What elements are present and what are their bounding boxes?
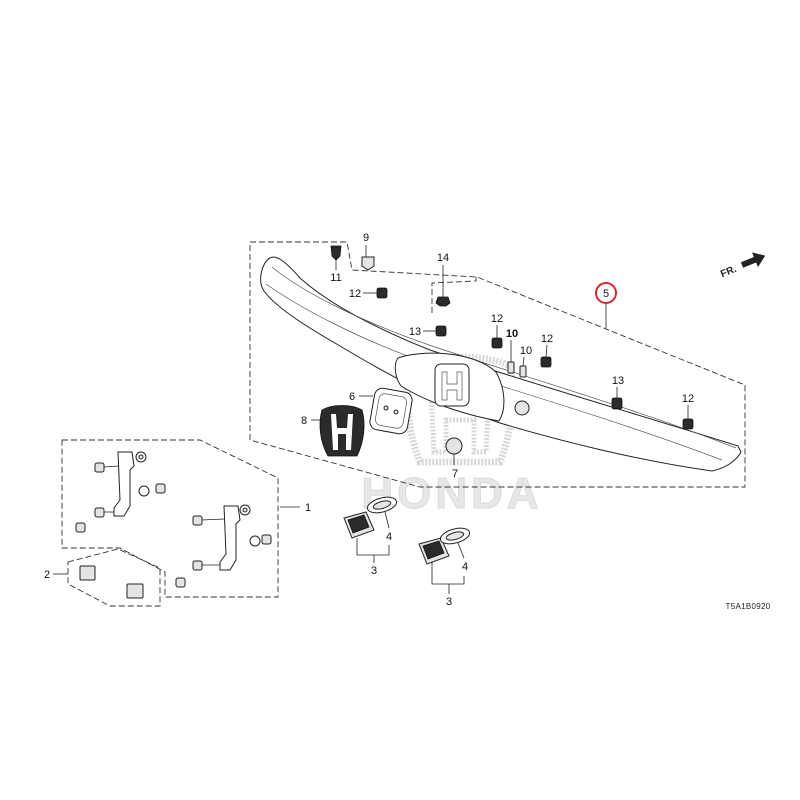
clip-14 xyxy=(435,296,451,307)
bolt-head xyxy=(192,560,203,571)
bracket-assembly-outline xyxy=(61,439,279,598)
garnish-assembly-outline xyxy=(249,241,746,488)
nut xyxy=(155,483,166,494)
license-lamp-3a xyxy=(343,511,375,539)
garnish-body xyxy=(260,256,742,472)
callout-14: 14 xyxy=(437,252,449,264)
pad-right xyxy=(126,583,144,599)
bracket-plate xyxy=(113,451,135,517)
h-emblem-8 xyxy=(319,405,365,457)
emblem-mount-h-outline xyxy=(441,371,463,401)
callout-3: 3 xyxy=(446,596,452,608)
callout-8: 8 xyxy=(301,415,307,427)
washer xyxy=(249,535,261,547)
nut-9 xyxy=(361,256,375,271)
lamp-lens xyxy=(347,514,370,534)
callout-4: 4 xyxy=(462,561,468,573)
callout-6: 6 xyxy=(349,391,355,403)
part-5-highlight-ring xyxy=(595,282,617,304)
nut xyxy=(261,534,272,545)
callout-1: 1 xyxy=(305,502,311,514)
bolt-head xyxy=(192,515,203,526)
washer-hole xyxy=(138,454,144,460)
callout-9: 9 xyxy=(363,232,369,244)
seal-inner xyxy=(445,531,465,541)
cushion-12b xyxy=(491,337,503,349)
lamp-seal-4a xyxy=(366,496,398,514)
callout-11: 11 xyxy=(330,272,341,284)
callout-4: 4 xyxy=(386,531,392,543)
callout-12: 12 xyxy=(349,288,361,300)
honda-wordmark-watermark: HONDA xyxy=(361,469,542,518)
lamp-lens xyxy=(422,540,445,560)
nut xyxy=(175,577,186,588)
lamp-seal-4b xyxy=(439,527,471,545)
plate-body xyxy=(369,387,413,435)
seal-inner xyxy=(372,500,392,510)
callout-2: 2 xyxy=(44,569,50,581)
clip-7 xyxy=(445,437,463,455)
plate-hole-left xyxy=(383,405,389,411)
callout-12: 12 xyxy=(491,313,503,325)
pad-left xyxy=(79,565,96,581)
license-lamp-3b xyxy=(418,537,450,565)
front-label: FR. xyxy=(719,264,738,280)
callout-10: 10 xyxy=(520,345,532,357)
callout-10: 10 xyxy=(506,328,518,340)
emblem-base-plate-6 xyxy=(369,387,413,435)
bolt-head xyxy=(94,462,105,473)
callout-13: 13 xyxy=(612,375,624,387)
bolt-shaft xyxy=(103,465,119,468)
cushion-13a xyxy=(435,325,447,337)
callout-3: 3 xyxy=(371,565,377,577)
rear-garnish xyxy=(260,256,742,472)
bracket-plate xyxy=(219,505,241,571)
fastener-10b xyxy=(519,365,527,378)
garnish-camera-hole xyxy=(514,400,530,416)
pad-set-outline xyxy=(67,548,161,607)
fastener-10a xyxy=(507,361,515,374)
cushion-12c xyxy=(540,356,552,368)
bracket-set-upper xyxy=(75,451,166,533)
front-arrow-icon xyxy=(740,252,766,268)
callout-5: 5 xyxy=(603,288,609,300)
bracket-set-lower xyxy=(175,504,272,588)
cushion-12a xyxy=(376,287,388,299)
garnish-upper-crease xyxy=(271,266,737,449)
washer xyxy=(138,485,150,497)
plate-hole-right xyxy=(393,409,399,415)
leader-lines xyxy=(53,245,689,594)
callout-13: 13 xyxy=(409,326,421,338)
callout-7: 7 xyxy=(452,468,458,480)
clip-11 xyxy=(330,245,342,261)
bolt-head xyxy=(94,507,105,518)
cushion-12d xyxy=(682,418,694,430)
emblem-h-letter xyxy=(331,414,353,450)
cushion-13b xyxy=(611,397,623,410)
callout-12: 12 xyxy=(541,333,553,345)
clip-14-outline xyxy=(431,277,477,313)
drawing-code: T5A1B0920 xyxy=(726,602,771,611)
nut xyxy=(75,522,86,533)
front-direction-indicator: FR. xyxy=(719,252,766,280)
bolt-shaft xyxy=(201,518,225,521)
plate-inner xyxy=(375,393,407,429)
emblem-mount-recess xyxy=(434,363,470,407)
washer-hole xyxy=(242,507,248,513)
callout-12: 12 xyxy=(682,393,694,405)
